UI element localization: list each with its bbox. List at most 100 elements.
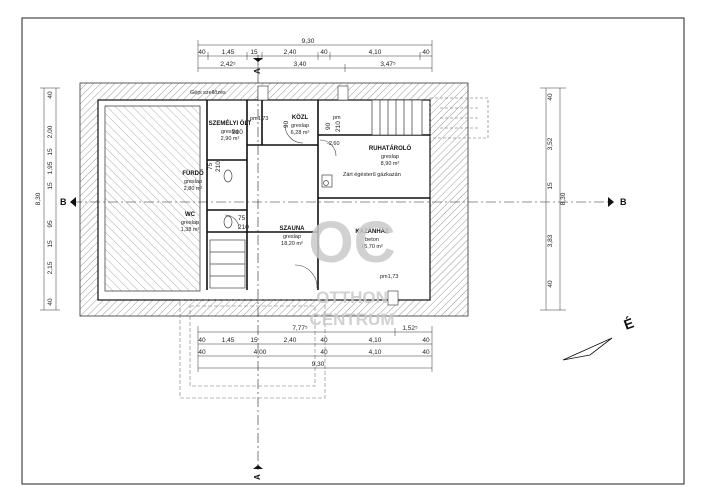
svg-text:40: 40: [422, 337, 430, 344]
svg-text:2,00: 2,00: [47, 125, 54, 138]
top-dimension-lines: [197, 40, 433, 72]
right-dimension-lines: [540, 87, 566, 311]
room-szauna: SZAUNA greslap 18,20 m²: [280, 226, 306, 247]
room-area: 6,28 m²: [291, 130, 310, 136]
left-dimension-lines: [40, 87, 60, 311]
door-labels: 90 210 75 210 75 210 90 210: [207, 120, 342, 231]
svg-text:4,00: 4,00: [254, 349, 267, 356]
svg-text:40: 40: [198, 49, 206, 56]
bottom-dim-row2: 40 1,45 15 2,40 40 4,10 40: [198, 337, 430, 344]
room-material: greslap: [181, 220, 199, 226]
sauna-bench: [209, 239, 246, 289]
section-a-arrow-top: [253, 58, 263, 62]
room-kozl: KÖZL greslap 6,28 m²: [291, 114, 310, 136]
svg-text:15: 15: [547, 182, 554, 190]
watermark: OC OTTHON CENTRUM: [309, 210, 396, 329]
svg-text:75: 75: [238, 215, 246, 222]
svg-text:40: 40: [422, 349, 430, 356]
svg-text:4,10: 4,10: [369, 349, 382, 356]
room-material: beton: [365, 237, 379, 243]
level-note-minus: -2,60: [327, 141, 340, 147]
left-total-dim: 8,30: [35, 192, 42, 205]
room-furdo: FÜRDŐ greslap 2,80 m²: [182, 170, 204, 192]
section-b-arrow-left: [70, 197, 76, 207]
svg-text:15: 15: [47, 148, 54, 156]
section-a-label-bottom: A: [253, 474, 262, 480]
svg-text:40: 40: [198, 349, 206, 356]
svg-text:75: 75: [207, 162, 214, 170]
section-a-label-top: A: [253, 68, 262, 74]
svg-text:40: 40: [320, 49, 328, 56]
north-arrow: É: [562, 315, 636, 361]
svg-text:40: 40: [47, 91, 54, 99]
svg-text:40: 40: [198, 337, 206, 344]
svg-text:40: 40: [422, 49, 430, 56]
level-note-right: pm1,73: [380, 274, 398, 280]
section-b-arrow-right: [608, 197, 614, 207]
svg-text:4,10: 4,10: [369, 337, 382, 344]
svg-text:90: 90: [283, 120, 290, 128]
svg-text:15: 15: [250, 49, 258, 56]
svg-text:95: 95: [47, 220, 54, 228]
svg-text:2,40: 2,40: [284, 337, 297, 344]
room-material: greslap: [283, 234, 301, 240]
section-lines: [72, 55, 612, 470]
svg-text:3,52: 3,52: [547, 137, 554, 150]
boiler-note: Zárt égésterű gázkazán: [343, 172, 401, 178]
bottom-total-dim: 9,30: [312, 361, 325, 368]
ventilation-label: Gépi szellőzés: [190, 90, 226, 96]
top-total-dim: 9,30: [302, 38, 315, 45]
room-name: WC: [185, 212, 196, 218]
section-b-label-right: B: [620, 197, 627, 207]
svg-text:40: 40: [547, 280, 554, 288]
svg-text:4,10: 4,10: [369, 49, 382, 56]
top-dim-row2: 40 1,45 15 2,40 40 4,10 40: [198, 49, 430, 56]
svg-text:40: 40: [320, 349, 328, 356]
room-area: 8,90 m²: [381, 161, 400, 167]
svg-text:210: 210: [232, 129, 243, 136]
room-area: 2,90 m²: [221, 136, 240, 142]
svg-text:15: 15: [47, 240, 54, 248]
svg-text:40: 40: [547, 93, 554, 101]
right-dims: 40 3,52 15 3,83 40: [547, 93, 554, 288]
bottom-dim-row3: 40 4,00 40 4,10 40: [198, 349, 430, 356]
svg-text:15: 15: [47, 182, 54, 190]
svg-text:1,45: 1,45: [222, 337, 235, 344]
staircase: [371, 99, 423, 136]
svg-text:2,15: 2,15: [47, 261, 54, 274]
lower-terrace: [179, 299, 326, 399]
room-area: 2,80 m²: [184, 186, 203, 192]
room-area: 18,20 m²: [281, 241, 303, 247]
outdoor-steps: [429, 97, 489, 139]
svg-text:15: 15: [250, 337, 258, 344]
left-dims: 40 2,00 15 1,95 15 95 15 2,15 40: [47, 91, 54, 306]
room-ruhatarolo: RUHATÁROLÓ greslap 8,90 m²: [369, 144, 412, 167]
svg-text:210: 210: [238, 224, 249, 231]
room-material: greslap: [291, 123, 309, 129]
bottom-dim-row1: 7,77⁵ 1,52⁵: [292, 325, 418, 332]
svg-text:40: 40: [47, 298, 54, 306]
vent-ducts: [257, 85, 399, 306]
room-name: SZAUNA: [280, 226, 306, 232]
level-note-small: pm: [333, 115, 341, 121]
svg-text:1,52⁵: 1,52⁵: [402, 325, 418, 332]
svg-text:3,47⁵: 3,47⁵: [380, 61, 396, 68]
room-szemelyi: SZEMÉLYI ÖLT greslap 2,90 m²: [209, 119, 252, 142]
watermark-line3: CENTRUM: [310, 310, 395, 329]
bottom-dimension-lines: [197, 326, 433, 372]
north-label: É: [622, 315, 636, 333]
svg-text:40: 40: [320, 337, 328, 344]
right-total-dim: 8,30: [560, 192, 567, 205]
watermark-line2: OTTHON: [316, 288, 388, 307]
svg-text:3,40: 3,40: [294, 61, 307, 68]
room-kazanhaz: KAZÁNHÁZ beton 15,70 m²: [355, 228, 389, 250]
svg-text:3,83: 3,83: [547, 234, 554, 247]
section-a-arrow-bottom: [253, 465, 263, 469]
room-name: KÖZL: [292, 114, 309, 121]
watermark-logo: OC: [309, 210, 396, 275]
top-dim-row3: 2,42⁵ 3,40 3,47⁵: [220, 61, 396, 68]
level-note-left: pm1,73: [250, 116, 268, 122]
room-name: FÜRDŐ: [182, 170, 204, 177]
svg-text:210: 210: [215, 161, 222, 172]
